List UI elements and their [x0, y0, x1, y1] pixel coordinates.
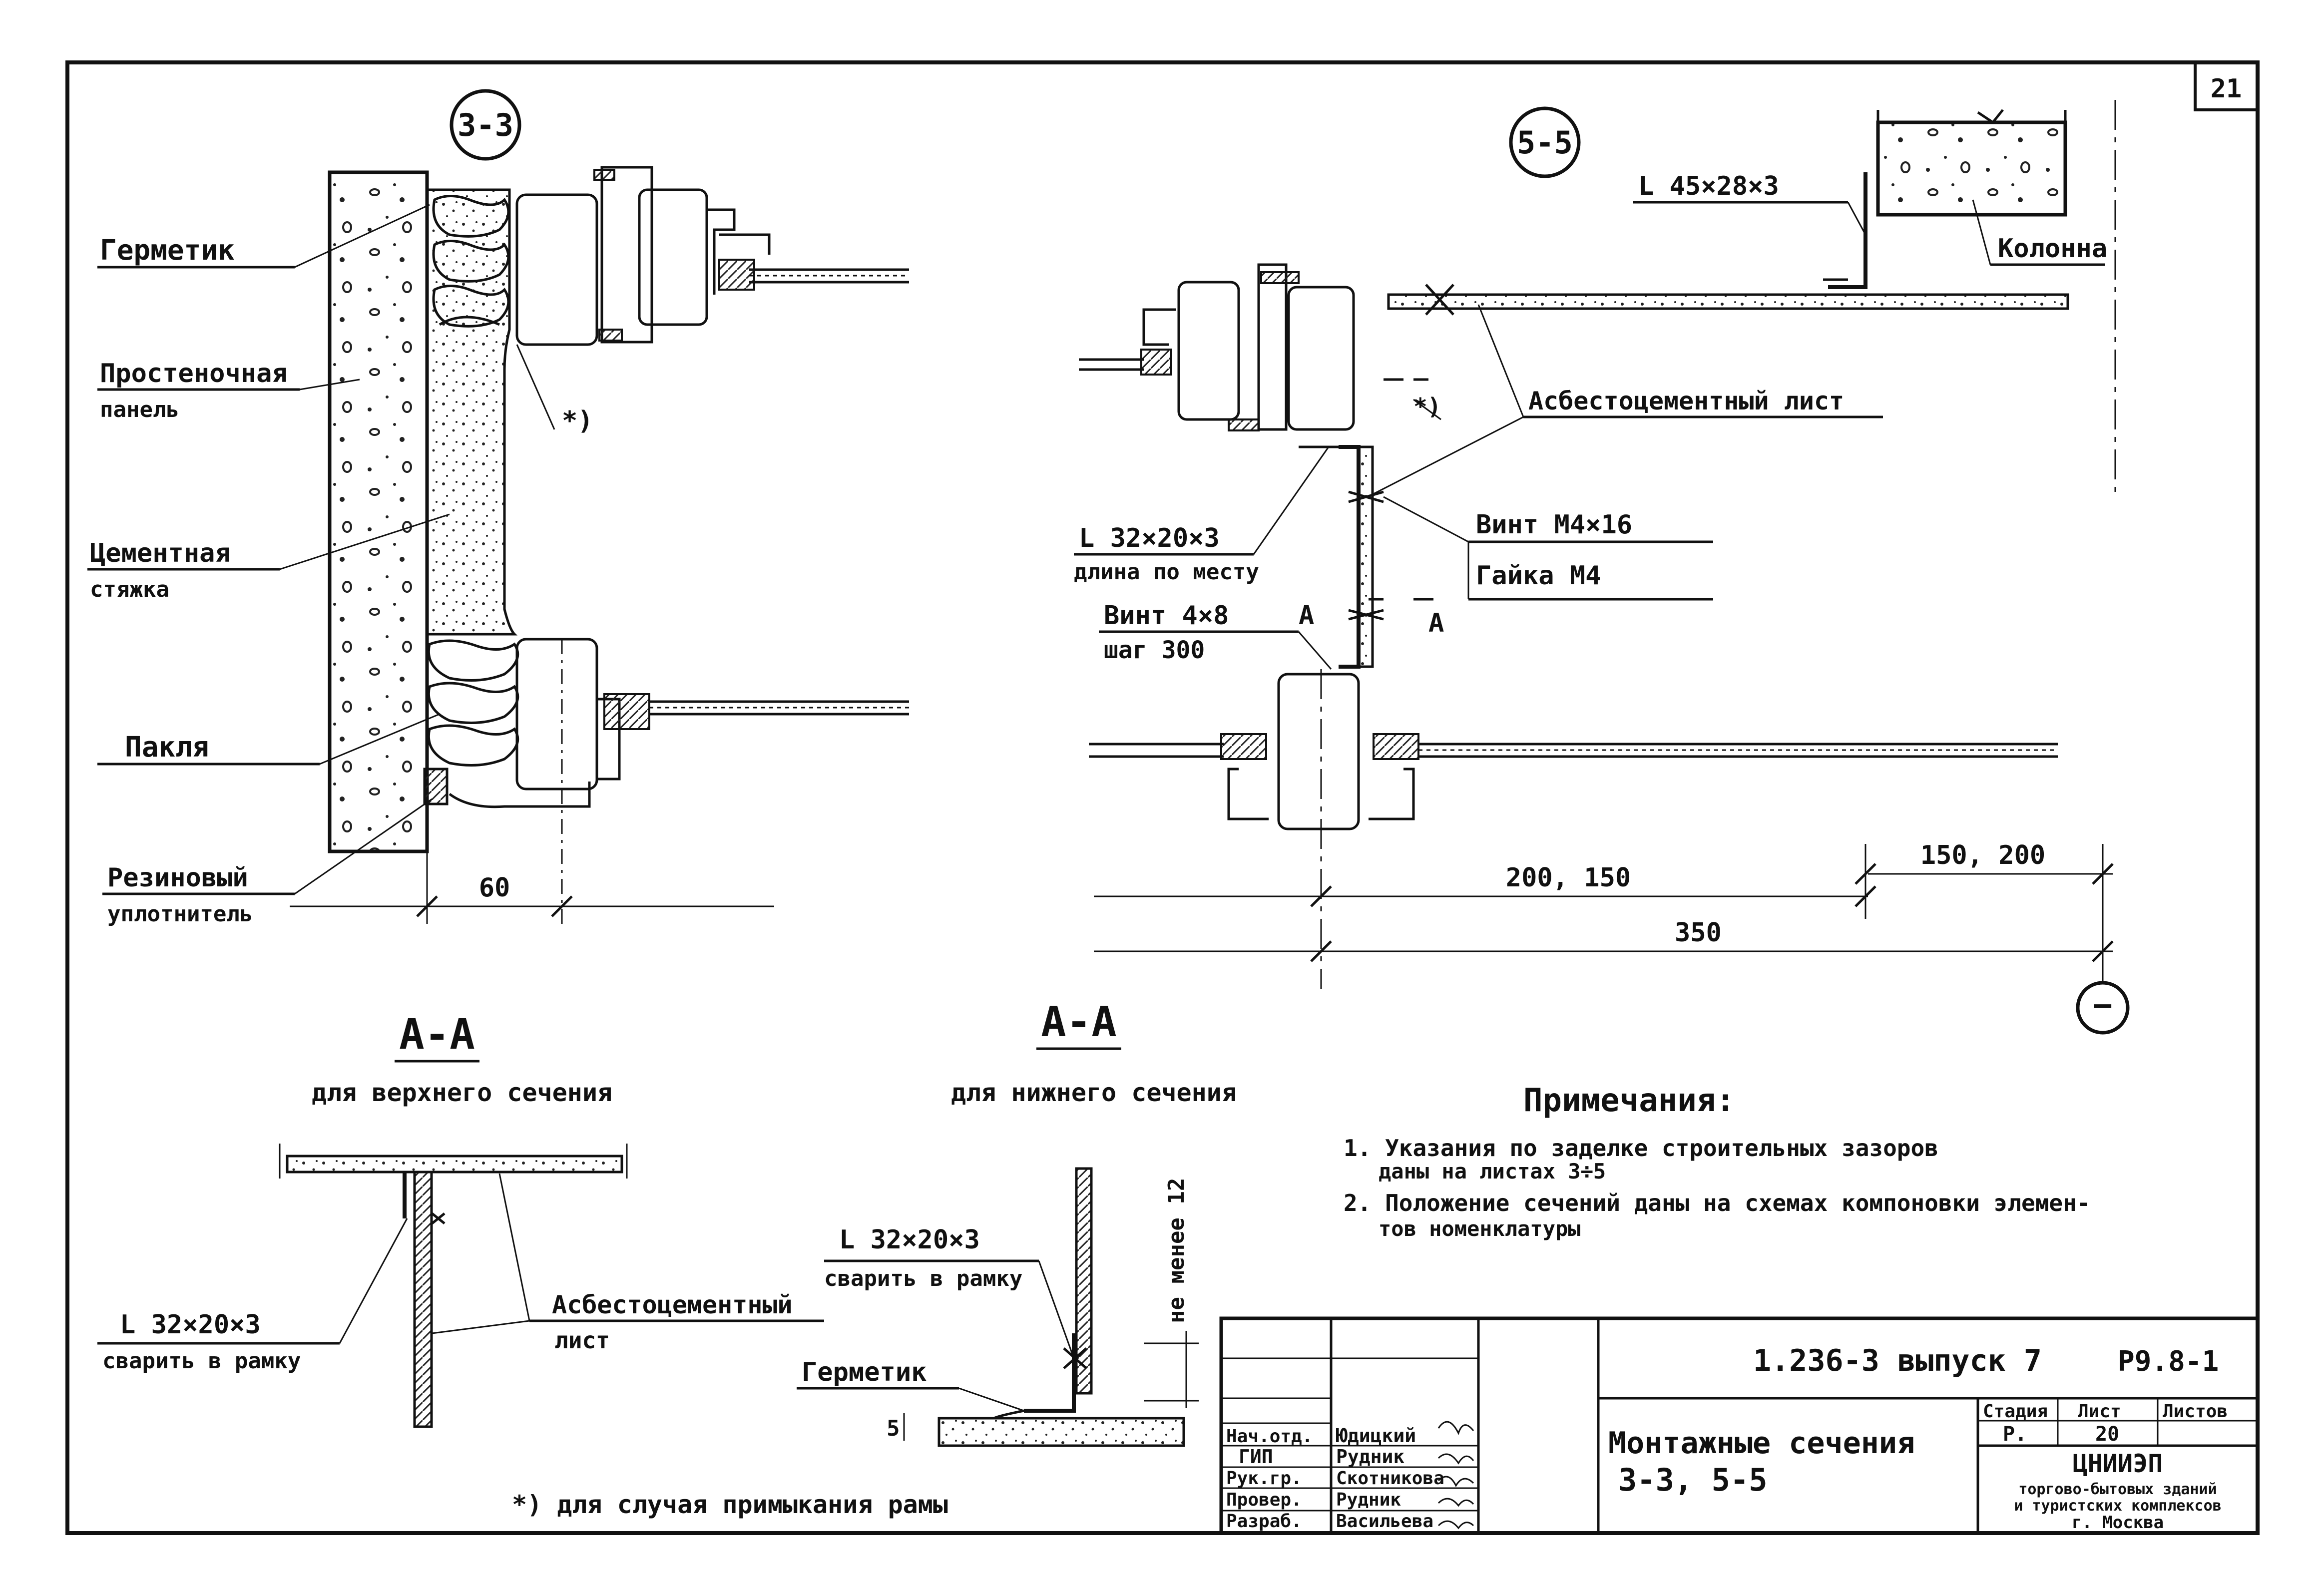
tb-org-4: г. Москва [2072, 1513, 2164, 1533]
tb-name-3: Скотникова [1336, 1468, 1444, 1489]
axis-marker [2076, 981, 2130, 1035]
wall-panel [328, 170, 429, 853]
label-rubber-2: уплотнитель [107, 901, 253, 927]
section-5-5: 5-5 [1074, 100, 2130, 1035]
aa-upper-subtitle: для верхнего сечения [312, 1078, 612, 1107]
dim-200-150: 200, 150 [1506, 863, 1631, 893]
window-frame-5-5-upper [1079, 263, 1355, 448]
note-1b: даны на листах 3÷5 [1379, 1159, 1606, 1184]
label-screw-1: Винт М4×16 [1476, 510, 1632, 540]
window-frame-lower [449, 638, 909, 808]
window-frame-5-5-lower [1089, 673, 2058, 830]
aa-upper-angle-weld: сварить в рамку [102, 1348, 301, 1374]
note-mark-5-5: *) [1413, 393, 1441, 420]
tb-stage-head: Стадия [1983, 1401, 2048, 1422]
section-3-3: 3-3 [87, 89, 909, 927]
notes-block: Примечания: 1. Указания по заделке строи… [1344, 1082, 2091, 1241]
tb-sheet: 20 [2095, 1423, 2119, 1446]
note-2a: 2. Положение сечений даны на схемах комп… [1344, 1190, 2091, 1216]
tb-stage: Р. [2003, 1423, 2027, 1446]
cut-a-right: А [1428, 608, 1444, 638]
dim-350: 350 [1675, 918, 1722, 948]
tb-sheet-head: Лист [2078, 1401, 2121, 1422]
asbestos-sheet-vertical [1357, 445, 1374, 668]
aa-lower-title: А-А [1041, 997, 1117, 1046]
tb-role-4: Провер. [1226, 1490, 1302, 1510]
tb-format: Р9.8-1 [2118, 1345, 2219, 1378]
label-screw-2: Винт 4×8 [1104, 601, 1229, 631]
label-asbestos-sheet: Асбестоцементный лист [1528, 387, 1844, 415]
tb-role-3: Рук.гр. [1226, 1468, 1302, 1489]
label-column: Колонна [1998, 234, 2107, 264]
tb-name-4: Рудник [1336, 1490, 1401, 1510]
label-tow: Пакля [125, 731, 209, 764]
cut-a-left: А [1299, 601, 1314, 631]
aa-lower-angle-weld: сварить в рамку [824, 1266, 1022, 1291]
tb-org-3: и туристских комплексов [2014, 1497, 2221, 1515]
aa-upper-angle: L 32×20×3 [120, 1310, 261, 1340]
label-angle-top: L 45×28×3 [1638, 171, 1779, 201]
sheet-number-box [2194, 61, 2259, 111]
label-nut: Гайка М4 [1476, 561, 1601, 591]
aa-lower-subtitle: для нижнего сечения [951, 1078, 1237, 1107]
axis-mark: − [2093, 987, 2113, 1024]
tb-name-5: Васильева [1336, 1511, 1433, 1532]
section-aa-lower: А-А для нижнего сечения L 32×20×3 сварит… [797, 997, 1237, 1447]
asbestos-sheet-horizontal [1387, 293, 2069, 310]
note-1a: 1. Указания по заделке строительных зазо… [1344, 1135, 1938, 1162]
aa-upper-sheet-2: лист [554, 1327, 610, 1354]
label-wall-panel-2: панель [100, 397, 179, 422]
labels-3-3: Герметик Простеночная панель Цементная с… [87, 204, 774, 927]
tb-role-1: Нач.отд. [1226, 1426, 1313, 1447]
label-wall-panel-1: Простеночная [100, 359, 288, 389]
tb-name-2: Рудник [1336, 1446, 1404, 1468]
section-aa-upper: А-А для верхнего сечения L 32×20×3 свари… [97, 1010, 824, 1428]
tow-upper [432, 195, 510, 328]
signatures [1437, 1421, 1474, 1530]
tb-org-1: ЦНИИЭП [2073, 1449, 2163, 1478]
label-angle-1-len: длина по месту [1074, 559, 1259, 585]
label-cement-1: Цементная [90, 538, 231, 568]
window-frame-upper [515, 166, 909, 346]
aa-lower-dim-5: 5 [887, 1416, 900, 1441]
tow-lower [427, 639, 519, 767]
section-5-5-tag: 5-5 [1517, 124, 1573, 161]
sheet-frame [65, 60, 2260, 1535]
label-angle-1: L 32×20×3 [1079, 523, 1220, 553]
section-3-3-marker [450, 89, 521, 161]
section-3-3-tag: 3-3 [458, 107, 513, 143]
aa-lower-angle: L 32×20×3 [839, 1225, 980, 1255]
tb-org-2: торгово-бытовых зданий [2018, 1481, 2217, 1498]
tb-role-2: ГИП [1239, 1446, 1273, 1468]
label-cement-2: стяжка [90, 577, 169, 602]
label-rubber-1: Резиновый [107, 863, 248, 893]
aa-lower-sealant: Герметик [802, 1357, 927, 1387]
section-5-5-marker [1509, 106, 1581, 178]
aa-lower-min-dim: не менее 12 [1164, 1178, 1189, 1323]
cement-screed [426, 188, 518, 636]
note-2b: тов номенклатуры [1379, 1216, 1581, 1241]
label-sealant: Герметик [100, 234, 235, 267]
tb-sheets-head: Листов [2163, 1401, 2228, 1422]
footnote: *) для случая примыкания рамы [512, 1490, 948, 1519]
aa-upper-sheet-1: Асбестоцементный [552, 1290, 793, 1319]
aa-upper-title: А-А [399, 1010, 475, 1059]
tb-name-1: Юдицкий [1336, 1425, 1416, 1447]
tb-role-5: Разраб. [1226, 1511, 1302, 1532]
notes-heading: Примечания: [1523, 1082, 1735, 1119]
sheet-number: 21 [2211, 74, 2242, 104]
column [1876, 120, 2067, 217]
note-mark-3-3: *) [562, 406, 593, 436]
dim-60: 60 [479, 873, 510, 903]
rubber-seal [423, 768, 449, 805]
dim-150-200: 150, 200 [1920, 840, 2045, 870]
tb-title-1: Монтажные сечения [1608, 1426, 1915, 1461]
title-block: 1.236-3 выпуск 7 Р9.8-1 Монтажные сечени… [1219, 1316, 2260, 1535]
label-screw-2-step: шаг 300 [1104, 636, 1205, 664]
tb-title-2: 3-3, 5-5 [1618, 1462, 1768, 1498]
tb-code: 1.236-3 выпуск 7 [1753, 1343, 2042, 1378]
